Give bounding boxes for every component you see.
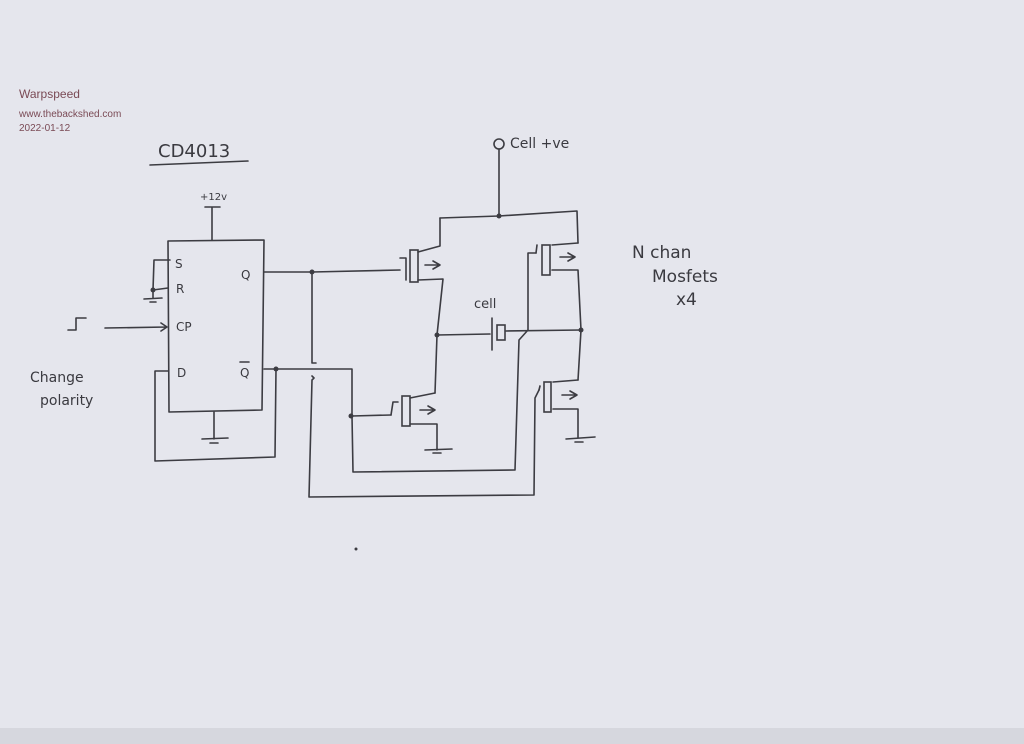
input-label-1: Change — [30, 370, 84, 386]
supply-label: +12v — [200, 192, 227, 203]
cell-symbol — [436, 317, 582, 351]
page-edge — [0, 728, 1024, 744]
pin-qbar: Q — [240, 366, 249, 380]
chip-ground — [201, 411, 229, 444]
chip-title: CD4013 — [158, 141, 230, 162]
sr-ground — [143, 259, 171, 303]
supply-rail — [204, 206, 221, 241]
pin-cp: CP — [176, 320, 192, 334]
q-crossover-wire — [308, 375, 540, 498]
cell-positive-label: Cell +ve — [510, 136, 569, 152]
stray-mark — [354, 547, 358, 551]
note-line-1: N chan — [632, 243, 691, 263]
rising-edge-icon — [67, 317, 87, 331]
pin-r: R — [176, 282, 184, 296]
cell-label: cell — [474, 297, 496, 312]
flip-flop-chip — [167, 239, 265, 413]
mosfet-lower-left — [390, 392, 453, 454]
note-line-3: x4 — [676, 290, 697, 310]
cell-positive-terminal — [493, 138, 505, 150]
mosfet-lower-right — [538, 379, 596, 443]
pin-d: D — [177, 366, 186, 380]
title-underline — [149, 160, 249, 166]
watermark-site: www.thebackshed.com — [19, 109, 122, 120]
d-feedback-wire — [154, 368, 277, 462]
pin-s: S — [175, 257, 183, 271]
watermark-date: 2022-01-12 — [19, 123, 71, 134]
pin-q: Q — [241, 268, 250, 282]
mosfet-upper-left — [399, 217, 444, 394]
positive-rail — [439, 148, 579, 244]
mosfet-upper-right — [535, 242, 582, 381]
watermark-author: Warpspeed — [19, 87, 80, 101]
cp-input-arrow — [104, 322, 168, 332]
q-wire — [263, 269, 401, 364]
qbar-wire — [263, 252, 537, 473]
input-label-2: polarity — [40, 393, 93, 409]
note-line-2: Mosfets — [652, 267, 718, 287]
